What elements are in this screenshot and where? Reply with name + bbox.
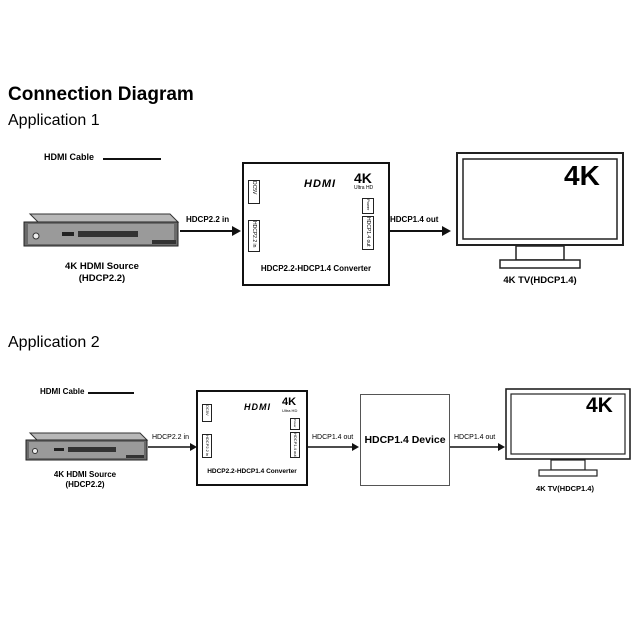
app2-out-label1: HDCP1.4 out [312,434,354,441]
app1-port-in: HDCP2.2 in [248,220,260,252]
app2-arrow-out1 [308,443,359,451]
app2-label: Application 2 [8,334,100,351]
app2-converter-label: HDCP2.2-HDCP1.4 Converter [207,468,297,475]
app1-port-dc: DC5V [248,180,260,204]
app1-converter-label: HDCP2.2-HDCP1.4 Converter [260,264,372,273]
app1-in-label: HDCP2.2 in [186,215,230,224]
app1-source-label-line1: 4K HDMI Source [65,261,139,272]
app2-out-label2: HDCP1.4 out [454,434,496,441]
app2-ultra-hd: Ultra HD [282,408,298,413]
app2-tv-label: 4K TV(HDCP1.4) [536,484,594,493]
app1-label: Application 1 [8,112,100,129]
app1-port-out: HDCP1.4 out [362,216,374,250]
app2-cable-legend-line [88,392,134,394]
app1-tv-label: 4K TV(HDCP1.4) [503,275,577,286]
diagram-title: Connection Diagram [8,84,194,105]
app2-arrow-out2 [450,443,505,451]
app1-source-device-icon [23,213,180,247]
app2-tv-icon [505,388,631,477]
app2-source-device-icon [25,432,149,461]
app2-in-label: HDCP2.2 in [152,434,189,441]
app2-port-in: HDCP2.2 in [202,434,212,458]
app2-4k-badge: 4K [282,396,297,408]
app2-device-label: HDCP1.4 Device [364,434,446,446]
app1-port-power: Power [362,198,374,214]
app1-hdmi-logo: HDMI [304,178,337,190]
app1-cable-legend-line [103,158,161,160]
app2-cable-label: HDMI Cable [40,387,85,396]
app1-arrow-out [390,226,451,236]
app2-hdcp14-device: HDCP1.4 Device [360,394,450,486]
app2-port-out: HDCP1.4 out [290,432,300,458]
app1-cable-label: HDMI Cable [44,152,95,162]
app1-out-label: HDCP1.4 out [390,215,439,224]
app1-source-label-line2: (HDCP2.2) [78,273,126,284]
app2-port-power: Power [290,418,300,430]
app2-arrow-in [148,443,197,451]
app1-4k-badge: 4K [354,170,372,186]
app2-port-dc: DC5V [202,404,212,422]
app2-tv-screen-text: 4K [586,394,613,417]
app1-converter: DC5V HDCP2.2 in HDMI 4K Ultra HD Power H… [242,162,390,286]
app2-source-label-line1: 4K HDMI Source [53,470,117,479]
app1-tv-screen-text: 4K [564,160,600,191]
app1-tv-icon [456,152,624,269]
app1-arrow-in [180,226,241,236]
app2-source-label-line2: (HDCP2.2) [65,480,105,489]
app2-hdmi-logo: HDMI [244,402,271,412]
app2-converter: DC5V HDCP2.2 in HDMI 4K Ultra HD Power H… [196,390,308,486]
app1-ultra-hd: Ultra HD [354,185,374,191]
